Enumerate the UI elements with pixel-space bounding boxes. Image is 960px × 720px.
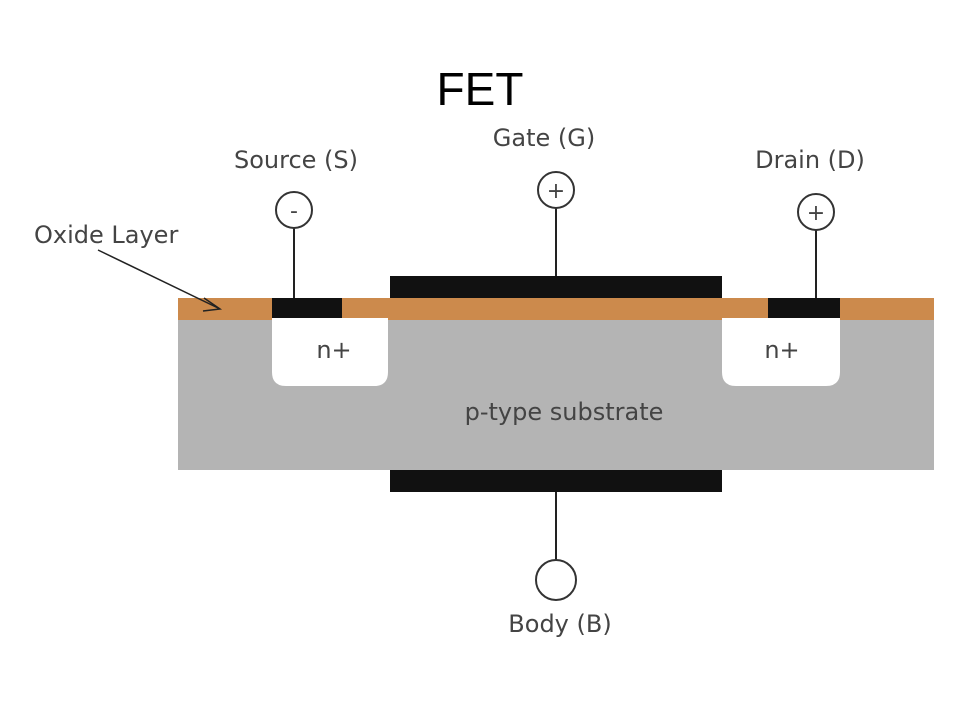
body-terminal	[535, 559, 577, 601]
n-plus-label-right: n+	[764, 336, 799, 364]
source-sign: -	[290, 199, 298, 224]
oxide-layer	[178, 298, 934, 320]
n-plus-region-left	[272, 318, 388, 386]
drain-terminal: +	[797, 193, 835, 231]
slide-title: FET	[436, 63, 524, 115]
gate-terminal: +	[537, 171, 575, 209]
body-electrode	[390, 470, 722, 492]
source-terminal: -	[275, 191, 313, 229]
n-plus-region-right	[722, 318, 840, 386]
gate-electrode	[390, 276, 722, 298]
drain-sign: +	[807, 201, 825, 226]
source-label: Source (S)	[234, 146, 358, 174]
drain-label: Drain (D)	[755, 146, 865, 174]
n-plus-label-left: n+	[316, 336, 351, 364]
drain-contact	[768, 298, 840, 318]
source-contact	[272, 298, 342, 318]
gate-sign: +	[547, 179, 565, 204]
gate-label: Gate (G)	[493, 124, 595, 152]
oxide-label: Oxide Layer	[34, 221, 178, 249]
oxide-arrow	[97, 249, 223, 312]
substrate-label: p-type substrate	[465, 398, 664, 426]
body-label: Body (B)	[508, 610, 611, 638]
